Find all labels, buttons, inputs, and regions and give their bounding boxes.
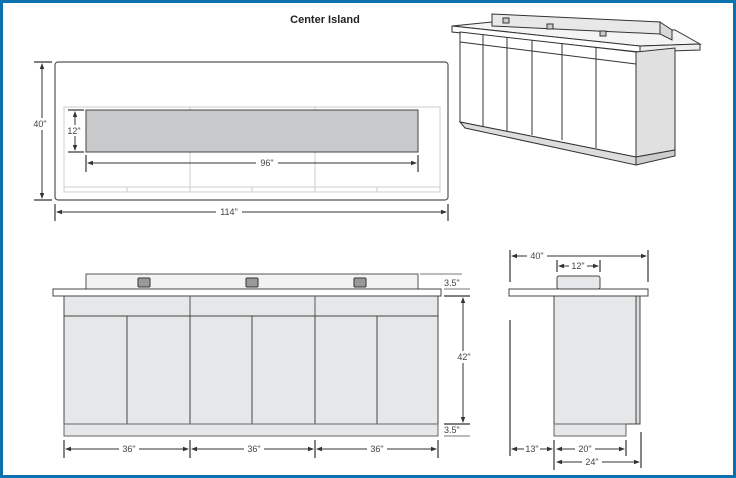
- section-width-label: 36": [122, 444, 135, 454]
- side-view: 40" 12" 13" 20" 24": [508, 250, 649, 470]
- side-depth-label: 40": [530, 251, 543, 261]
- outlet-icon: [245, 277, 259, 288]
- side-backsplash-depth-label: 12": [571, 261, 584, 271]
- height-label: 42": [457, 352, 470, 362]
- overhang-label: 13": [525, 444, 538, 454]
- plan-backsplash-width-label: 96": [260, 158, 273, 168]
- outlet-icon: [137, 277, 151, 288]
- plan-view: 40" 12" 96" 114": [30, 61, 449, 221]
- perspective-view: [451, 13, 702, 166]
- section-width-label: 36": [247, 444, 260, 454]
- plan-backsplash: [85, 109, 419, 153]
- front-countertop: [52, 288, 442, 297]
- cabinet-depth-label: 20": [578, 444, 591, 454]
- outlet-icon: [353, 277, 367, 288]
- plan-depth-label: 40": [33, 119, 46, 129]
- base-depth-label: 24": [585, 457, 598, 467]
- backsplash-height-label: 3.5": [444, 278, 460, 288]
- plan-backsplash-depth-label: 12": [67, 126, 80, 136]
- plan-width-label: 114": [220, 207, 238, 217]
- front-view: 3.5" 42" 3.5" 36" 36" 36": [52, 273, 474, 458]
- drawing-title: Center Island: [290, 14, 360, 26]
- toe-kick-label: 3.5": [444, 425, 460, 435]
- section-width-label: 36": [370, 444, 383, 454]
